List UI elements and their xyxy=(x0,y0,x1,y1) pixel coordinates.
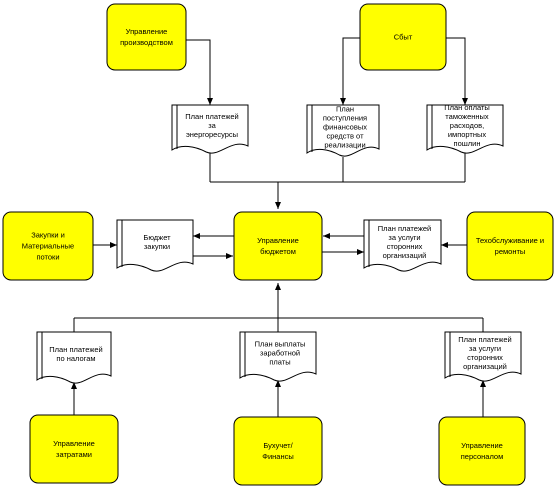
upr-zatratami-line-1: Управление xyxy=(53,439,95,448)
doc-shape xyxy=(116,219,194,272)
doc-shape xyxy=(171,104,249,154)
plan-tamozhennyh-line-5: пошлин xyxy=(454,139,481,148)
plan-energo-line-1: План платежей xyxy=(185,112,238,121)
plan-uslug-bottom-line-4: организаций xyxy=(463,362,507,371)
plan-uslug-right-line-2: за услуги xyxy=(388,233,420,242)
plan-nalogi-line-1: План платежей xyxy=(49,345,102,354)
node-box xyxy=(2,211,94,281)
plan-zarplata-line-1: План выплаты xyxy=(255,340,306,349)
plan-uslug-right-line-4: организаций xyxy=(383,251,427,260)
node-zakupki[interactable]: Закупки и Материальные потоки xyxy=(2,211,94,281)
node-upr-proizvodstvom[interactable]: Управление производством xyxy=(106,3,187,71)
upr-proizvodstvom-line-2: производством xyxy=(120,38,173,47)
plan-postupleniya-line-3: финансовых xyxy=(323,123,367,132)
upravlenie-budgetom-line-2: бюджетом xyxy=(260,247,296,256)
zakupki-line-2: Материальные xyxy=(22,242,74,251)
upr-personalom-line-2: персоналом xyxy=(461,452,504,461)
plan-zarplata-line-3: платы xyxy=(269,358,290,367)
zakupki-line-3: потоки xyxy=(36,253,59,262)
upr-personalom-line-1: Управление xyxy=(461,441,503,450)
node-box xyxy=(233,416,323,486)
node-upr-personalom[interactable]: Управление персоналом xyxy=(438,416,526,486)
budget-zakupki-line-2: закупки xyxy=(144,242,170,251)
plan-tamozhennyh-line-1: План оплаты xyxy=(444,103,490,112)
connector-production-to-energy-plan xyxy=(186,39,213,105)
document-nodes: План платежейзаэнергоресурсыПланпоступле… xyxy=(36,103,522,384)
plan-uslug-bottom-line-3: сторонних xyxy=(467,353,503,362)
connector-sales-to-revenue-plan xyxy=(340,37,360,105)
plan-tamozhennyh-line-3: расходов, xyxy=(450,121,484,130)
node-box xyxy=(106,3,187,71)
budget-zakupki-line-1: Бюджет xyxy=(143,233,171,242)
node-upravlenie-budgetom[interactable]: Управление бюджетом xyxy=(233,211,323,281)
plan-uslug-right-line-1: План платежей xyxy=(378,224,431,233)
connectors xyxy=(71,37,486,417)
plan-postupleniya-line-2: поступления xyxy=(323,114,367,123)
doc-shape xyxy=(36,331,112,384)
doc-shape xyxy=(239,331,317,382)
node-box xyxy=(233,211,323,281)
connector-sales-to-customs-plan xyxy=(446,37,468,105)
plan-energo-line-3: энергоресурсы xyxy=(186,130,238,139)
plan-uslug-bottom-line-1: План платежей xyxy=(458,335,511,344)
doc-shape xyxy=(306,104,380,157)
plan-nalogi-line-2: по налогам xyxy=(56,354,95,363)
plan-energo-line-2: за xyxy=(208,121,216,130)
zakupki-line-1: Закупки и xyxy=(31,231,65,240)
plan-zarplata-line-2: заработной xyxy=(260,349,300,358)
plan-tamozhennyh-line-2: таможенных xyxy=(445,112,489,121)
buhuchet-line-1: Бухучет/ xyxy=(263,441,293,450)
node-sbyt[interactable]: Сбыт xyxy=(359,3,447,71)
node-box xyxy=(359,3,447,71)
doc-shape xyxy=(444,331,522,382)
plan-postupleniya-line-4: средств от xyxy=(327,132,365,141)
node-buhuchet[interactable]: Бухучет/Финансы xyxy=(233,416,323,486)
doc-plan-tamozhennyh[interactable]: План оплатытаможенныхрасходов,импортныхп… xyxy=(426,103,504,154)
node-tehobsluzhivanie[interactable]: Техобслуживание и ремонты xyxy=(466,211,554,281)
plan-uslug-bottom-line-2: за услуги xyxy=(469,344,501,353)
buhuchet-line-2: Финансы xyxy=(262,452,294,461)
sbyt-line-1: Сбыт xyxy=(394,33,413,42)
plan-uslug-right-line-3: сторонних xyxy=(387,242,423,251)
tehobsluzhivanie-line-2: ремонты xyxy=(495,247,526,256)
tehobsluzhivanie-line-1: Техобслуживание и xyxy=(476,236,544,245)
node-box xyxy=(29,414,119,484)
plan-postupleniya-line-1: План xyxy=(336,105,354,114)
doc-shape xyxy=(363,219,442,272)
upr-zatratami-line-2: затратами xyxy=(56,450,92,459)
node-upr-zatratami[interactable]: Управление затратами xyxy=(29,414,119,484)
upr-proizvodstvom-line-1: Управление xyxy=(126,27,168,36)
doc-shape xyxy=(426,104,504,154)
plan-tamozhennyh-line-4: импортных xyxy=(448,130,487,139)
node-box xyxy=(438,416,526,486)
upravlenie-budgetom-line-1: Управление xyxy=(257,236,299,245)
node-box xyxy=(466,211,554,281)
plan-postupleniya-line-5: реализации xyxy=(324,141,365,150)
